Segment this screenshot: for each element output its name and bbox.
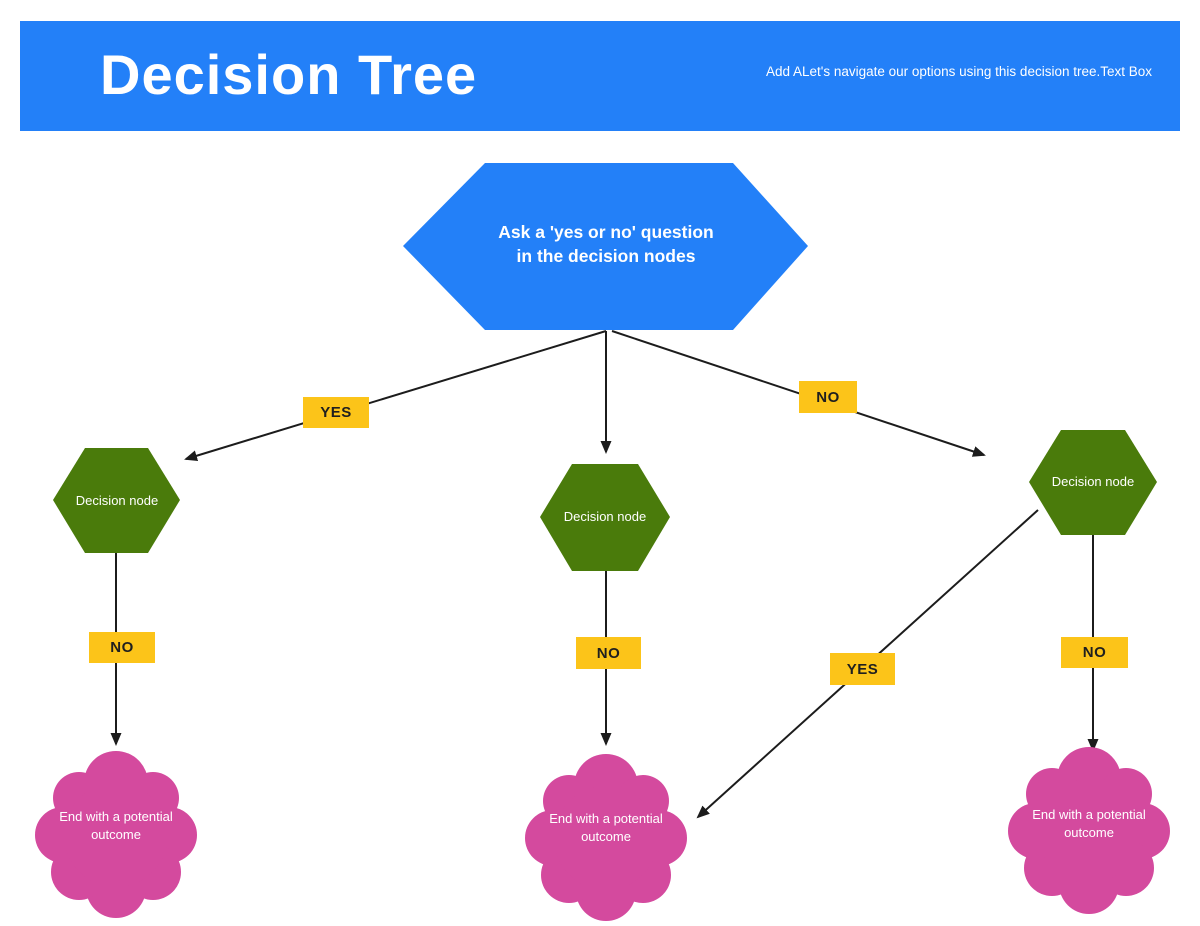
decision-node-middle[interactable] [540, 464, 670, 571]
edge-label-no-middle-down[interactable]: NO [576, 637, 641, 669]
outcome-cloud-middle[interactable] [525, 754, 687, 921]
edge-label-yes-root-left[interactable]: YES [303, 397, 369, 428]
header-note-text[interactable]: Add ALet's navigate our options using th… [765, 64, 1152, 79]
edge-label-no-left-down[interactable]: NO [89, 632, 155, 663]
outcome-cloud-left[interactable] [35, 751, 197, 918]
page-title: Decision Tree [100, 43, 478, 107]
header-banner[interactable]: Decision Tree Add ALet's navigate our op… [20, 21, 1180, 131]
edge-label-yes-right-diag[interactable]: YES [830, 653, 895, 685]
edge-root-to-right [611, 330, 986, 457]
edge-root-to-left [184, 330, 607, 462]
edge-label-no-right-down[interactable]: NO [1061, 637, 1128, 668]
decision-node-left[interactable] [53, 448, 180, 553]
root-question-node[interactable] [403, 163, 808, 330]
decision-node-right[interactable] [1029, 430, 1157, 535]
outcome-cloud-right[interactable] [1008, 747, 1170, 914]
edge-label-no-root-right[interactable]: NO [799, 381, 857, 413]
